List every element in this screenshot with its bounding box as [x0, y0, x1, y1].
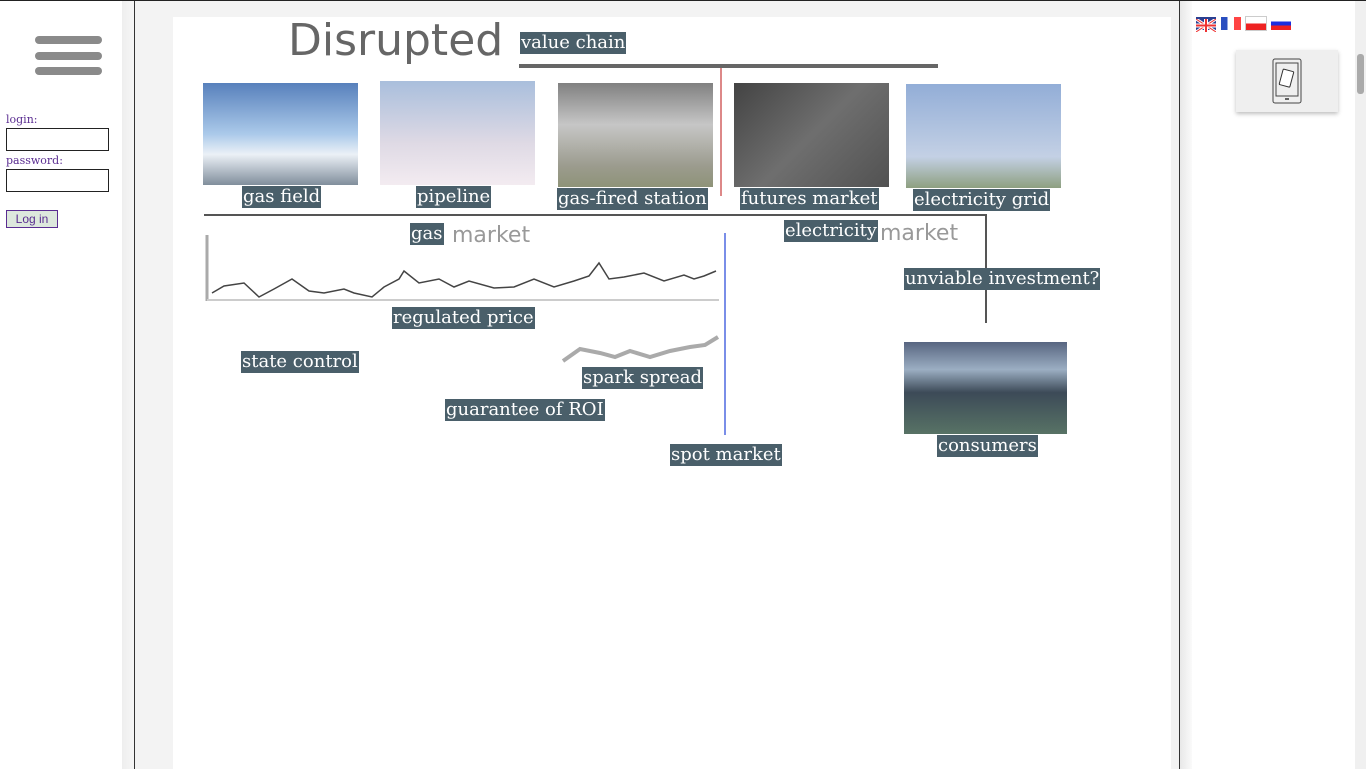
- divider: [724, 233, 726, 435]
- sidebar: login: password: Log in: [0, 1, 122, 769]
- subtitle-label: value chain: [520, 32, 627, 54]
- consumers-label: consumers: [937, 435, 1038, 457]
- pipeline-label: pipeline: [416, 186, 492, 208]
- login-button[interactable]: Log in: [6, 210, 58, 228]
- gutter: [122, 1, 134, 769]
- scrollbar[interactable]: [1355, 1, 1366, 769]
- password-input[interactable]: [6, 169, 109, 192]
- consumers-image: [904, 342, 1067, 434]
- spot-market-label: spot market: [670, 444, 782, 466]
- divider: [720, 68, 722, 196]
- flag-france-icon[interactable]: [1221, 17, 1241, 30]
- divider: [519, 64, 938, 68]
- gas-fired-station-label: gas-fired station: [557, 188, 708, 210]
- password-label: password:: [6, 154, 63, 167]
- gas-field-image: [203, 83, 358, 185]
- regulated-price-label: regulated price: [392, 307, 535, 329]
- diagram-title: Disrupted: [288, 15, 504, 66]
- flag-russia-icon[interactable]: [1271, 17, 1291, 30]
- electricity-label: electricity: [784, 220, 878, 242]
- gas-field-label: gas field: [242, 186, 322, 208]
- gas-fired-station-image: [558, 83, 713, 187]
- gas-market-word: market: [452, 223, 531, 248]
- device-mode-button[interactable]: [1236, 50, 1338, 112]
- electricity-market-word: market: [880, 221, 959, 246]
- login-label: login:: [6, 113, 38, 126]
- futures-market-image: [734, 83, 889, 187]
- pipeline-image: [380, 81, 535, 185]
- gutter: [1180, 1, 1192, 769]
- scrollbar-thumb[interactable]: [1357, 54, 1364, 94]
- tablet-cards-icon: [1272, 58, 1302, 104]
- spark-spread-label: spark spread: [582, 367, 703, 389]
- electricity-grid-image: [906, 84, 1061, 188]
- divider: [204, 214, 986, 216]
- price-chart: [205, 235, 719, 301]
- flag-uk-icon[interactable]: [1195, 17, 1217, 34]
- flag-poland-icon[interactable]: [1245, 16, 1267, 31]
- guarantee-label: guarantee of ROI: [445, 399, 605, 421]
- unviable-investment-label: unviable investment?: [904, 268, 1101, 290]
- gas-label: gas: [410, 223, 444, 245]
- state-control-label: state control: [241, 351, 359, 373]
- spark-spread-chart: [561, 335, 720, 363]
- futures-market-label: futures market: [740, 188, 879, 210]
- electricity-grid-label: electricity grid: [913, 189, 1051, 211]
- login-input[interactable]: [6, 128, 109, 151]
